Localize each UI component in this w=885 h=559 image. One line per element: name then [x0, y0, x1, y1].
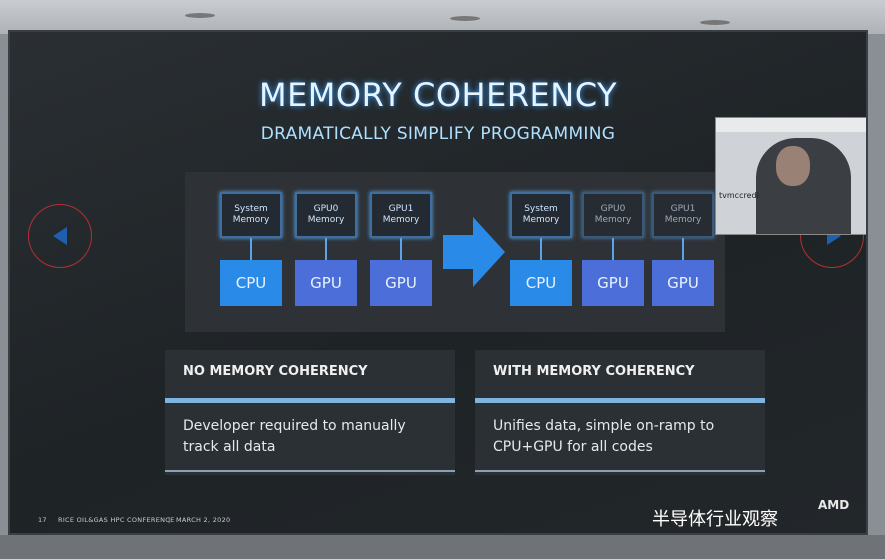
right-memory-gpu0: GPU0 Memory — [582, 192, 644, 238]
right-gpu1: GPU — [652, 260, 714, 306]
slide-title: MEMORY COHERENCY — [258, 76, 618, 114]
memory-diagram: System Memory GPU0 Memory GPU1 Memory CP… — [185, 172, 725, 332]
left-cpu: CPU — [220, 260, 282, 306]
right-connector — [540, 238, 542, 260]
left-connector — [250, 238, 252, 260]
panel-baseline — [165, 470, 455, 472]
room-floor — [0, 535, 885, 559]
panel-heading: NO MEMORY COHERENCY — [183, 364, 368, 379]
participant-name: tvmccredi — [719, 191, 759, 200]
footer-page-number: 17 — [38, 516, 47, 524]
panel-body: Unifies data, simple on-ramp to CPU+GPU … — [493, 418, 715, 455]
right-connector — [682, 238, 684, 260]
left-connector — [400, 238, 402, 260]
footer-date: MARCH 2, 2020 — [176, 516, 231, 524]
video-toolbar — [716, 118, 866, 132]
right-cpu: CPU — [510, 260, 572, 306]
chevron-left-icon — [53, 227, 67, 245]
left-gpu0: GPU — [295, 260, 357, 306]
footer-separator: | — [168, 516, 171, 524]
ceiling-light — [185, 13, 215, 18]
left-connector — [325, 238, 327, 260]
watermark-text: 半导体行业观察 — [652, 509, 778, 530]
left-gpu1: GPU — [370, 260, 432, 306]
panel-with-coherency: WITH MEMORY COHERENCY Unifies data, simp… — [475, 350, 765, 475]
right-gpu0: GPU — [582, 260, 644, 306]
participant-face — [776, 146, 810, 186]
left-memory-gpu1: GPU1 Memory — [370, 192, 432, 238]
video-tile[interactable]: tvmccredi — [715, 117, 866, 235]
amd-logo: AMD — [818, 498, 850, 512]
projection-screen: MEMORY COHERENCY DRAMATICALLY SIMPLIFY P… — [8, 30, 868, 535]
panel-body: Developer required to manually track all… — [183, 418, 406, 455]
right-connector — [612, 238, 614, 260]
right-memory-system: System Memory — [510, 192, 572, 238]
ceiling-light — [450, 16, 480, 21]
slide-subtitle: DRAMATICALLY SIMPLIFY PROGRAMMING — [260, 124, 616, 144]
right-memory-gpu1: GPU1 Memory — [652, 192, 714, 238]
right-arrow-icon — [443, 217, 505, 287]
panel-accent-bar — [475, 398, 765, 403]
panel-accent-bar — [165, 398, 455, 403]
prev-slide-button[interactable] — [28, 204, 92, 268]
panel-baseline — [475, 470, 765, 472]
panel-no-coherency: NO MEMORY COHERENCY Developer required t… — [165, 350, 455, 475]
panel-heading: WITH MEMORY COHERENCY — [493, 364, 695, 379]
footer-conference: RICE OIL&GAS HPC CONFERENCE — [58, 516, 175, 524]
ceiling-light — [700, 20, 730, 25]
left-memory-gpu0: GPU0 Memory — [295, 192, 357, 238]
room-ceiling — [0, 0, 885, 34]
left-memory-system: System Memory — [220, 192, 282, 238]
